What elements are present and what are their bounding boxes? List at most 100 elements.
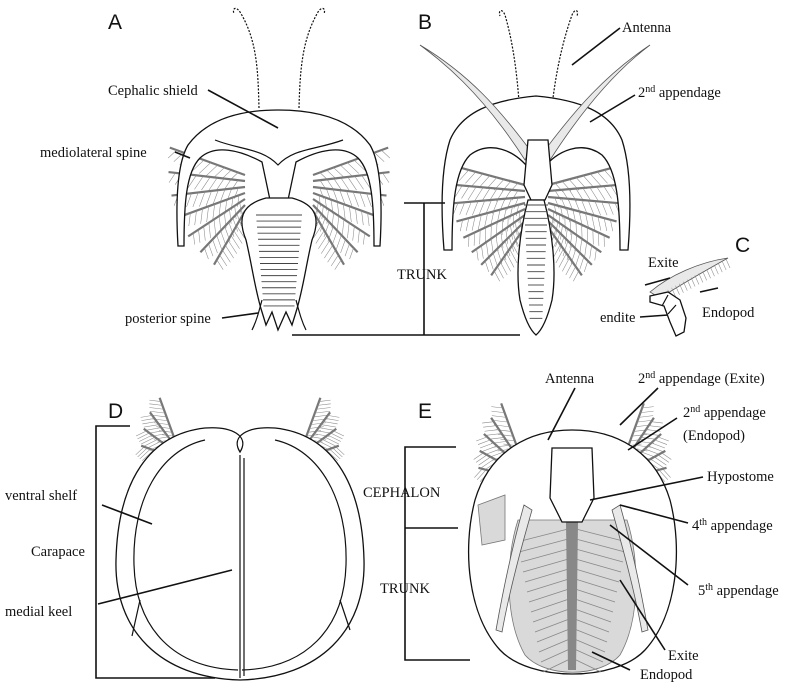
- b-left-limbs-limb-seta: [508, 236, 515, 252]
- c-seta: [714, 265, 719, 275]
- b-right-limbs-limb-seta: [582, 187, 592, 202]
- d-right-limbs-limb-seta: [317, 403, 331, 406]
- b-right-limbs-limb-seta: [552, 244, 561, 259]
- b-2nd-appendage-right: [544, 44, 651, 161]
- e-right-limbs-limb-seta: [638, 415, 654, 418]
- a-right-limbs-limb-shaft: [312, 198, 371, 238]
- e-left-limbs-limb-seta: [481, 458, 495, 468]
- a-left-limbs-limb-shaft: [169, 146, 246, 177]
- e-exite-chevron: [571, 527, 628, 543]
- e-right-limbs-limb-seta: [654, 439, 668, 445]
- b-left-limbs-limb-seta: [465, 171, 477, 184]
- e-left-limbs-limb-seta: [477, 439, 491, 445]
- d-left-limbs-limb-shaft: [158, 397, 177, 441]
- a-left-limbs-limb: [187, 198, 246, 245]
- b-left-limbs-limb-seta: [477, 214, 482, 230]
- d-left-limbs-limb-seta: [149, 407, 164, 410]
- d-left-limbs-limb-seta: [135, 430, 147, 437]
- b-left-limbs-limb-seta: [461, 185, 470, 199]
- a-left-limbs-limb-seta: [227, 240, 238, 254]
- a-right-limbs-limb-seta: [349, 206, 352, 223]
- a-left-limbs-limb-seta: [208, 177, 218, 191]
- d-left-limbs-limb-seta: [142, 421, 157, 425]
- b-right-limbs-limb-seta: [601, 201, 608, 216]
- panel-letter-a: A: [108, 11, 122, 34]
- label-posterior-spine: posterior spine: [125, 311, 211, 327]
- d-left-limbs-limb-seta: [143, 439, 159, 447]
- a-left-limbs-limb-seta: [234, 205, 237, 219]
- label-c-endopod: Endopod: [702, 305, 755, 321]
- e-exite-chevron: [530, 597, 573, 613]
- a-left-limbs-limb-seta: [186, 193, 192, 207]
- b-left-limbs-limb-seta: [476, 248, 479, 261]
- label-b-2nd-num: 2: [638, 85, 645, 101]
- b-left-limbs-limb-seta: [471, 216, 476, 231]
- a-left-limbs-limb-shaft: [177, 191, 246, 219]
- a-left-limbs-limb-seta: [192, 192, 199, 208]
- e-left-limbs-limb-seta: [476, 469, 487, 480]
- a-right-limbs-limb-seta: [334, 259, 342, 270]
- b-right-limbs-limb-seta: [589, 245, 592, 259]
- b-right-limbs-limb-shaft: [547, 201, 617, 223]
- label-medial-keel: medial keel: [5, 604, 72, 620]
- d-left-limbs-limb-seta: [139, 448, 151, 460]
- label-b-2nd-appendage: 2nd appendage: [638, 84, 721, 101]
- b-right-limbs-limb-seta: [603, 217, 608, 232]
- c-seta: [702, 271, 707, 281]
- a-right-limbs-limb-seta: [347, 176, 357, 191]
- b-left-limbs-limb-seta: [509, 206, 513, 220]
- b-right-limbs-limb-seta: [564, 216, 566, 232]
- b-left-limbs-limb-seta: [500, 231, 504, 248]
- label-e-2nd-endopod: 2nd appendage: [683, 404, 766, 421]
- a-right-limbs-limb-seta: [352, 191, 359, 207]
- b-right-limbs-limb-seta: [560, 206, 564, 220]
- a-left-limbs-limb-seta: [168, 172, 176, 183]
- e-exite-chevron: [538, 637, 573, 653]
- e-exite-chevron: [571, 587, 616, 603]
- e-left-limbs-limb-seta: [486, 433, 502, 436]
- e-right-limbs-limb-seta: [648, 425, 662, 428]
- d-right-limbs-limb-seta: [318, 427, 335, 431]
- label-e-2nd-endo-rest: appendage: [700, 405, 766, 421]
- d-right-limbs-limb-seta: [333, 430, 345, 437]
- b-left-limbs-limb-seta: [510, 225, 513, 240]
- label-b-2nd-sup: nd: [645, 84, 655, 95]
- e-left-limbs-limb-seta: [475, 454, 488, 463]
- a-right-limbs-limb-seta: [349, 247, 354, 260]
- b-right-limbs-limb-seta: [585, 212, 589, 229]
- a-right-limbs-limb-shaft: [312, 210, 345, 266]
- e-4th-appendage-left: [495, 504, 533, 633]
- e-hypostome: [549, 447, 595, 523]
- a-right-limbs-limb-seta: [361, 175, 371, 189]
- e-right-limbs-limb-seta: [640, 410, 654, 413]
- label-e-4th-num: 4: [692, 518, 700, 534]
- e-exite-chevron: [534, 617, 573, 633]
- b-left-limbs-limb-seta: [497, 266, 504, 279]
- b-right-limbs-limb-seta: [589, 173, 602, 186]
- b-left-limbs-limb-seta: [509, 248, 518, 264]
- b-right-limbs-limb-seta: [583, 260, 589, 273]
- b-right-limbs-limb-seta: [555, 248, 564, 264]
- a-left-limbs-limb-seta: [230, 235, 240, 249]
- a-right-limbs-limb-seta: [374, 152, 385, 162]
- d-right-limbs-limb-seta: [314, 410, 331, 414]
- b-right-limbs-limb-seta: [566, 244, 573, 261]
- e-exite-chevron: [526, 577, 573, 593]
- b-left-limbs-limb: [462, 208, 526, 247]
- label-c-exite: Exite: [648, 255, 679, 271]
- a-left-limbs-limb-seta: [198, 162, 212, 174]
- b-right-limbs-limb-seta: [573, 270, 580, 282]
- a-left-limbs-limb-shaft: [187, 198, 246, 238]
- b-left-limbs-limb-seta: [503, 257, 511, 272]
- e-right-limbs-limb-seta: [644, 448, 660, 455]
- e-trunk-exites: [516, 527, 628, 673]
- e-exite-chevron: [542, 657, 573, 673]
- label-e-hypostome: Hypostome: [707, 469, 774, 485]
- b-left-limbs-limb-seta: [481, 245, 484, 259]
- e-right-limbs-limb-seta: [661, 452, 672, 460]
- b-right-limbs-limb-seta: [592, 229, 594, 245]
- a-left-limbs-limb-seta: [188, 212, 191, 227]
- a-right-limbs-limb-seta: [340, 164, 352, 176]
- e-left-limbs-limb-seta: [491, 410, 505, 413]
